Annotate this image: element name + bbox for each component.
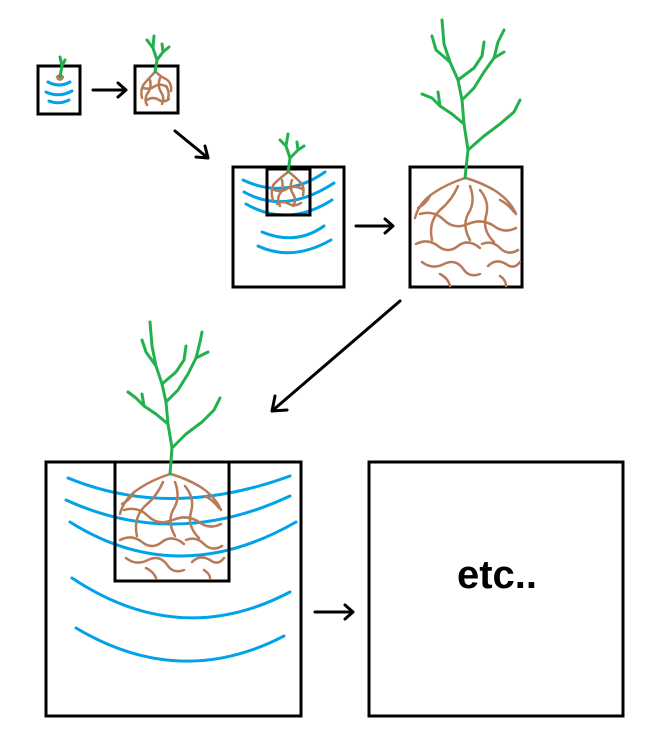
stage-3-water-icon [241,170,336,255]
stage-1-seed-pot [36,55,82,116]
stage-1-water-icon [44,80,74,105]
stage-6-next-pot: etc.. [367,460,625,718]
stage-2-small-pot [133,34,180,115]
arrow-icon [173,129,210,160]
stage-3-outer-pot [231,165,346,289]
stage-2-plant-icon [145,34,171,74]
arrow-icon [270,299,402,413]
arrow-icon [354,217,395,235]
stage-3-medium-pot [231,132,346,289]
arrow-icon [91,81,128,99]
stage-6-pot [367,460,625,718]
stage-5-large-pot [44,320,303,718]
stage-2-roots-icon [140,70,173,107]
stage-4-roots-icon [413,176,522,288]
stage-1-pot [36,64,82,116]
stage-5-plant-icon [126,320,222,476]
stage-3-roots-icon [270,170,305,208]
stage-4-rootbound-pot [408,18,524,289]
stage-5-water-icon [64,474,298,663]
etc-label: etc.. [457,553,537,597]
arrow-icon [313,603,355,621]
stage-1-plant-icon [58,55,67,79]
stage-5-outer-pot [44,460,303,718]
stage-5-roots-icon [118,472,226,580]
stage-3-plant-icon [278,132,306,174]
stage-4-plant-icon [420,18,522,180]
